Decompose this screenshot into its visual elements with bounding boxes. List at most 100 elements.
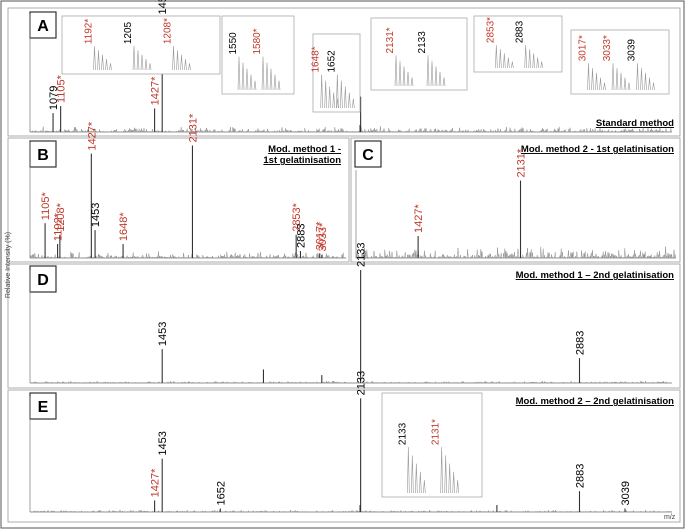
panel-c-frame [350,137,681,263]
inset-isotope-pattern [426,55,446,87]
inset-label: 2133 [417,31,428,54]
inset-label: 2853* [485,17,496,43]
inset-isotope-pattern [394,55,414,87]
inset-label: 1205 [123,21,134,44]
peak-label: 1453 [90,203,102,227]
inset-isotope-pattern [440,447,459,494]
inset-box [370,17,468,91]
peak-label: 1079 [48,86,60,110]
inset-isotope-pattern [237,56,257,91]
inset-a-2: 1648*1652 [311,33,361,113]
panel-letter-a-text: A [37,18,49,35]
inset-label: 1550 [228,32,239,55]
peak-label: 3033* [317,222,329,251]
peak-label: 1427* [413,204,425,233]
inset-isotope-pattern [495,45,514,69]
panel-a-frame [7,7,681,137]
peak-label: 1105* [40,192,52,221]
inset-label: 1192* [84,19,95,45]
baseline-noise [29,508,672,513]
panel-letter-b: B [29,140,57,168]
inset-a-5: 3017* 3033* 3039 [570,29,670,95]
panel-letter-d-text: D [37,272,49,289]
peak-label: 2883 [574,464,586,488]
panel-e-method: Mod. method 2 – 2nd gelatinisation [516,396,675,407]
inset-isotope-pattern [407,447,426,494]
peak-label: 1453 [157,431,169,455]
inset-isotope-pattern [93,46,112,71]
inset-isotope-pattern [261,56,281,91]
inset-label: 2131* [431,419,442,445]
panel-letter-c-text: C [362,147,374,164]
panel-letter-a: A [29,11,57,39]
inset-box [570,29,670,95]
inset-isotope-pattern [132,46,152,71]
inset-isotope-pattern [524,45,543,69]
inset-a-3: 2131* 2133 [370,17,468,91]
spectra-layer: 10791105*1427*14531105*1192*1208*1427*14… [29,0,677,513]
inset-label: 2133 [397,422,408,445]
peak-label: 2883 [295,224,307,248]
panel-d-frame [7,263,681,389]
baseline-noise [29,126,672,133]
peak-label: 1105* [56,74,68,103]
panel-d-plot: 1453 2133 2883 [29,243,672,384]
inset-a-4: 2853* 2883 [473,15,563,73]
baseline-noise [355,246,677,259]
inset-isotope-pattern [636,63,655,91]
inset-isotope-pattern [172,46,191,71]
panel-letter-e-text: E [38,399,49,416]
inset-isotope-pattern [336,74,355,109]
peak-label: 2131* [516,148,528,177]
peak-label: 1453 [157,0,169,15]
peak-label: 2131* [187,113,199,142]
peak-label: 1453 [157,322,169,346]
inset-label: 2883 [515,20,526,43]
panel-b-frame [7,137,350,263]
panel-d-method: Mod. method 1 – 2nd gelatinisation [516,270,675,281]
peak-label: 2133 [356,371,368,395]
peak-label: 1192* [53,212,65,241]
peak-label: 1427* [150,468,162,497]
panel-e-frame [7,389,681,523]
inset-isotope-pattern [611,63,631,91]
y-axis-label: Relative Intensity (%) [5,232,12,298]
peak-label: 2883 [574,331,586,355]
peak-label: 1648* [118,212,130,241]
panel-letter-e: E [29,392,57,420]
inset-a-1: 1550 1580* [221,15,295,95]
panel-b-plot: 1105*1192*1208* 1427* 1453 1648* 2131* 2853*2… [29,113,347,259]
inset-e-0: 2133 2131* [381,392,483,498]
peak-label: 1208* [55,202,67,231]
panel-letter-b-text: B [37,147,49,164]
panel-letter-d: D [29,265,57,293]
panel-letter-c: C [354,140,382,168]
inset-label: 3039 [627,39,638,62]
inset-label: 3033* [602,35,613,61]
inset-label: 1580* [252,28,263,54]
peak-label: 1427* [86,121,98,150]
inset-label: 1648* [311,46,322,72]
peak-label: 3017* [315,221,327,250]
x-axis-label: m/z [664,514,676,521]
inset-label: 2131* [385,27,396,53]
panel-b-method-line1: Mod. method 1 - [268,144,341,155]
inset-isotope-pattern [587,63,606,91]
panel-c-method: Mod. method 2 - 1st gelatinisation [521,144,674,155]
inset-box [381,392,483,498]
baseline-noise [29,251,347,259]
inset-box [61,15,221,75]
peak-label: 2853* [291,202,303,231]
peak-label: 2133 [356,243,368,267]
panel-a-method: Standard method [596,118,674,129]
peak-label: 1427* [150,76,162,105]
panel-c-plot: 1427* 2131* [355,148,677,259]
inset-box [473,15,563,73]
inset-box [221,15,295,95]
inset-label: 3017* [578,35,589,61]
